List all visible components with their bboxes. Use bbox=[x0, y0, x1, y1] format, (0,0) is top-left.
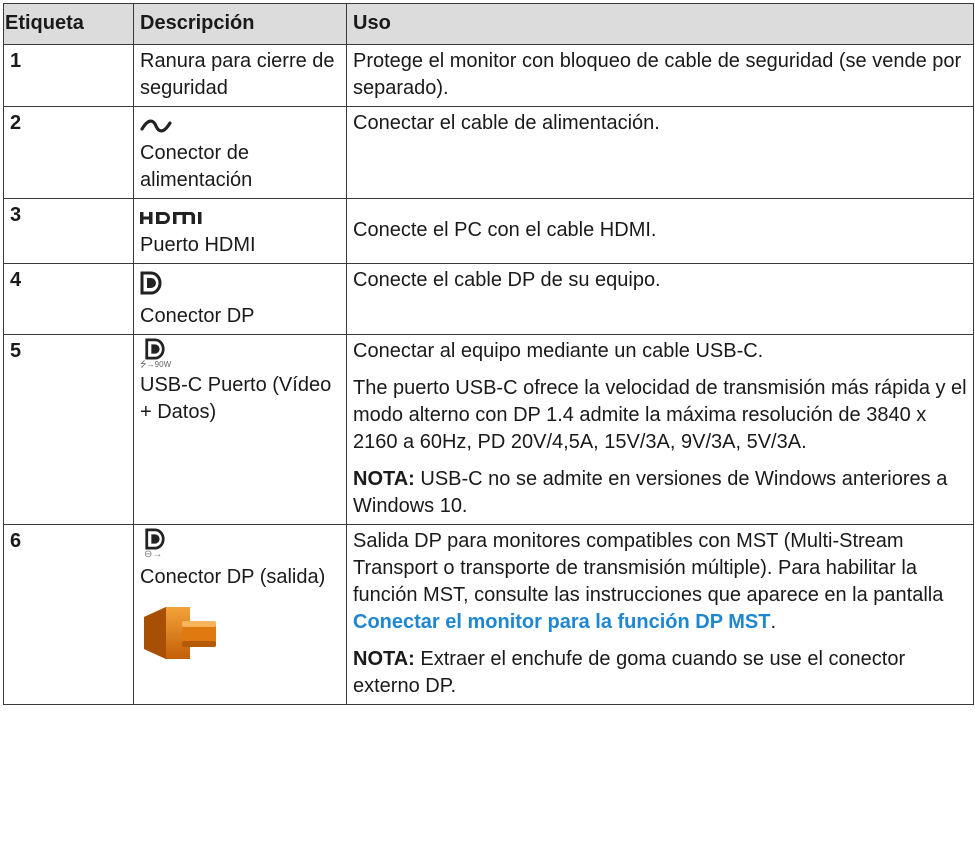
header-use: Uso bbox=[346, 3, 974, 45]
output-arrow-icon: ⊖→ bbox=[144, 549, 163, 560]
dp-mst-link[interactable]: Conectar el monitor para la función DP M… bbox=[353, 611, 771, 633]
hdmi-logo-icon bbox=[140, 202, 340, 232]
header-description: Descripción bbox=[133, 3, 347, 45]
row-use: Conectar el cable de alimentación. bbox=[346, 106, 974, 199]
table-row: 3 Puerto HDMI Conecte el PC con el cable… bbox=[3, 198, 974, 264]
row-label: 2 bbox=[3, 106, 134, 199]
row-use-para: The puerto USB-C ofrece la velocidad de … bbox=[353, 377, 967, 453]
usbc-displayport-icon: ⭍→90W bbox=[140, 338, 340, 372]
displayport-out-icon: ⊖→ bbox=[140, 528, 340, 564]
note-text: Extraer el enchufe de goma cuando se use… bbox=[353, 648, 906, 697]
header-label: Etiqueta bbox=[3, 3, 134, 45]
row-label: 3 bbox=[3, 198, 134, 264]
row-description-cell: ⊖→ Conector DP (salida) bbox=[133, 524, 347, 705]
usbc-power-tag: ⭍→90W bbox=[140, 360, 172, 369]
row-use: Conecte el cable DP de su equipo. bbox=[346, 263, 974, 335]
row-note: NOTA: Extraer el enchufe de goma cuando … bbox=[353, 646, 967, 700]
table-row: 1 Ranura para cierre de seguridad Proteg… bbox=[3, 44, 974, 107]
table-row: 5 ⭍→90W USB-C Puerto (Vídeo + Datos) Con… bbox=[3, 334, 974, 525]
row-use-cell: Salida DP para monitores compatibles con… bbox=[346, 524, 974, 705]
row-label: 6 bbox=[3, 524, 134, 705]
row-description: Conector DP bbox=[140, 305, 255, 327]
row-label: 5 bbox=[3, 334, 134, 525]
row-use-para: Conectar al equipo mediante un cable USB… bbox=[353, 340, 764, 362]
table-header-row: Etiqueta Descripción Uso bbox=[3, 3, 974, 45]
row-use-text-end: . bbox=[770, 611, 777, 633]
row-description: Puerto HDMI bbox=[140, 234, 256, 256]
row-description-cell: Conector DP bbox=[133, 263, 347, 335]
note-label: NOTA: bbox=[353, 648, 415, 670]
row-description-cell: Puerto HDMI bbox=[133, 198, 347, 264]
row-use-text: Salida DP para monitores compatibles con… bbox=[353, 530, 944, 606]
row-use: Conecte el PC con el cable HDMI. bbox=[346, 198, 974, 264]
row-description: Ranura para cierre de seguridad bbox=[133, 44, 347, 107]
row-description: Conector de alimentación bbox=[140, 142, 253, 191]
row-description: USB-C Puerto (Vídeo + Datos) bbox=[140, 374, 332, 423]
connector-table: Etiqueta Descripción Uso 1 Ranura para c… bbox=[3, 3, 974, 705]
row-label: 1 bbox=[3, 44, 134, 107]
table-row: 4 Conector DP Conecte el cable DP de su … bbox=[3, 263, 974, 335]
power-ac-icon bbox=[140, 110, 340, 140]
table-row: 6 ⊖→ Conector DP (salida) bbox=[3, 524, 974, 705]
row-label: 4 bbox=[3, 263, 134, 335]
rubber-plug-image bbox=[142, 603, 340, 673]
note-label: NOTA: bbox=[353, 468, 415, 490]
row-description-cell: Conector de alimentación bbox=[133, 106, 347, 199]
row-description-cell: ⭍→90W USB-C Puerto (Vídeo + Datos) bbox=[133, 334, 347, 525]
note-text: USB-C no se admite en versiones de Windo… bbox=[353, 468, 948, 517]
row-note: NOTA: USB-C no se admite en versiones de… bbox=[353, 466, 967, 520]
table-row: 2 Conector de alimentación Conectar el c… bbox=[3, 106, 974, 199]
row-use: Protege el monitor con bloqueo de cable … bbox=[346, 44, 974, 107]
displayport-icon bbox=[140, 267, 340, 303]
row-use-para: Salida DP para monitores compatibles con… bbox=[353, 528, 967, 636]
row-description: Conector DP (salida) bbox=[140, 566, 326, 588]
row-use-cell: Conectar al equipo mediante un cable USB… bbox=[346, 334, 974, 525]
